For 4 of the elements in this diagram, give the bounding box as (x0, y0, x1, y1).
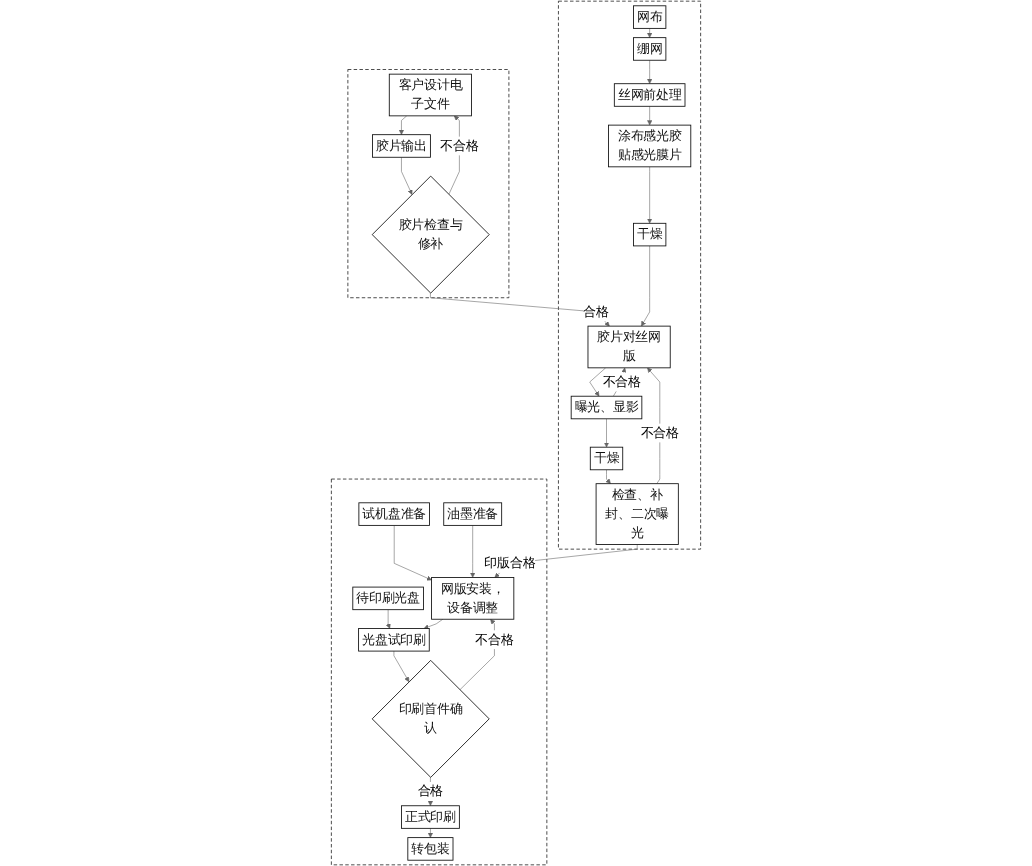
arrow (427, 828, 433, 838)
arrow (647, 28, 653, 38)
cluster (330, 478, 548, 866)
cluster (558, 0, 702, 550)
